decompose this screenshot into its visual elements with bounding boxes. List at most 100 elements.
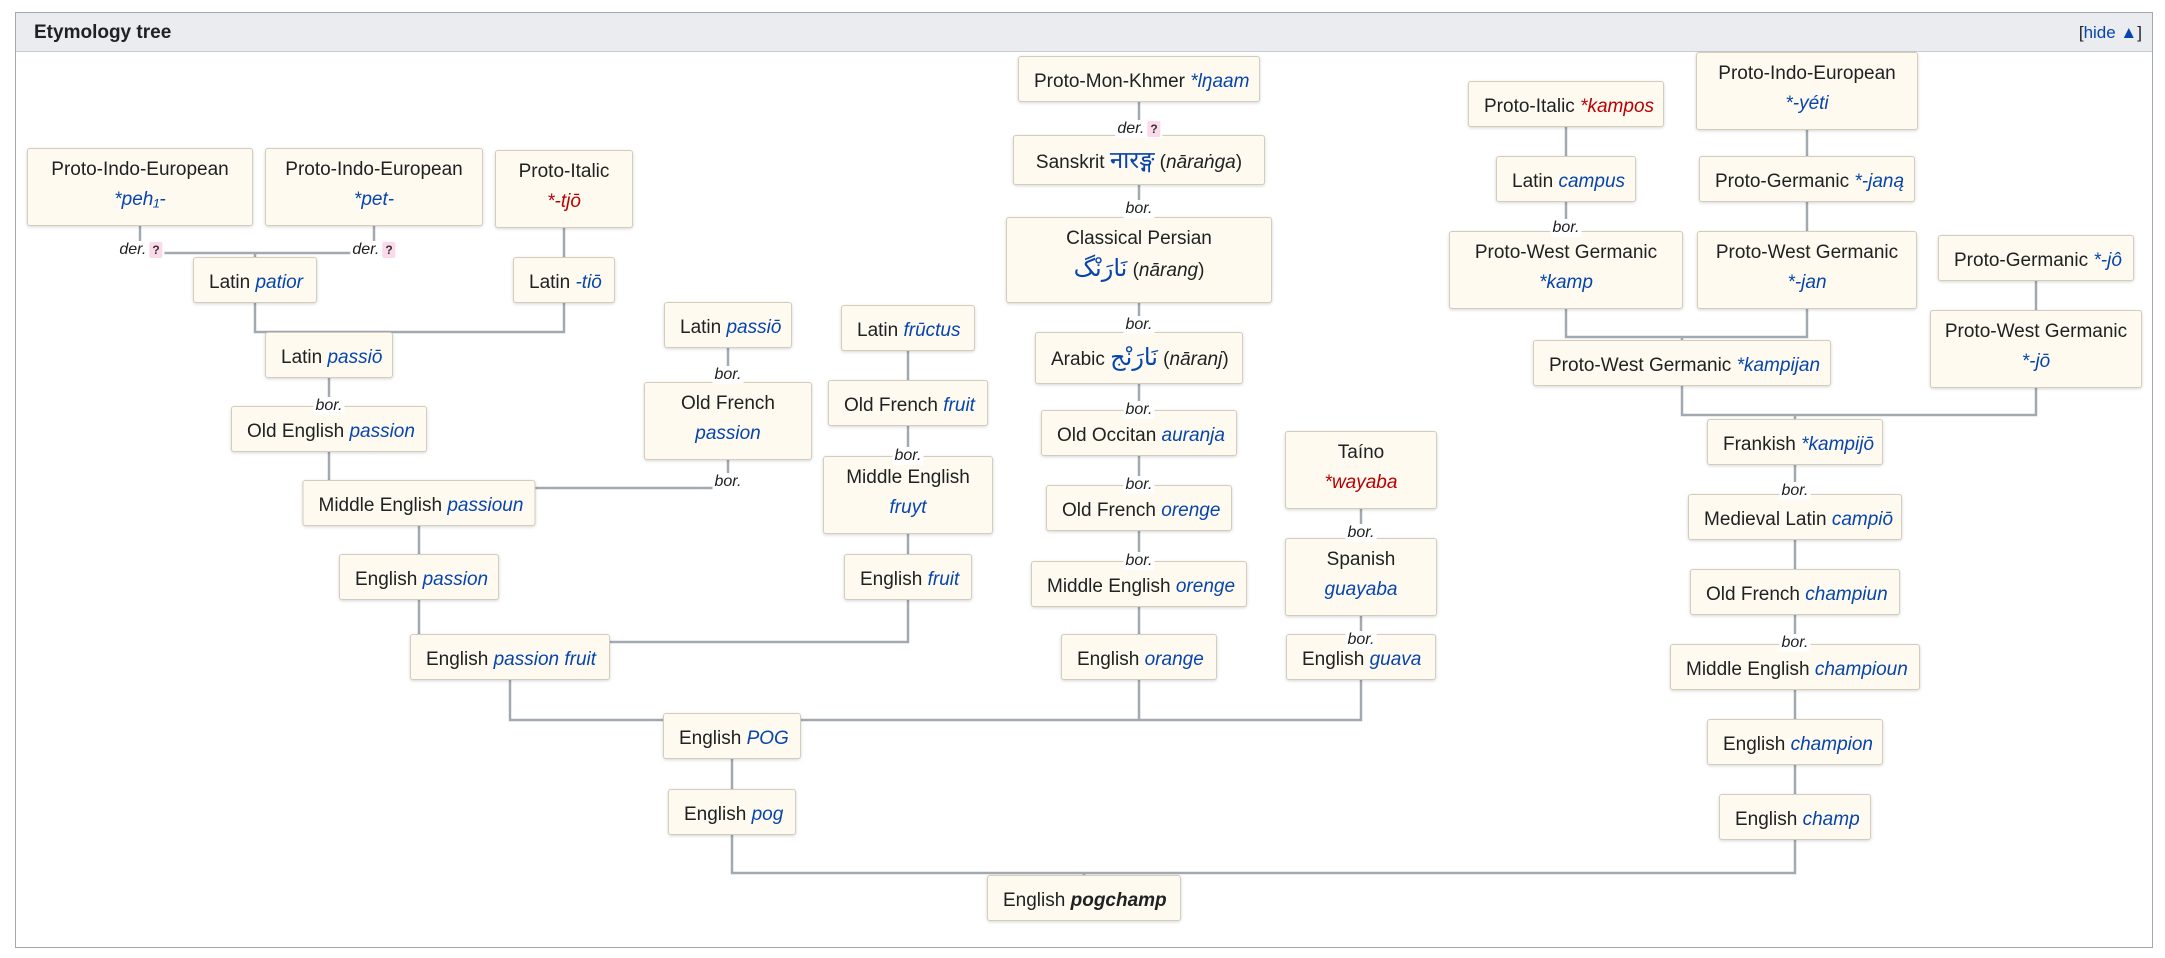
relation-text: bor. xyxy=(1125,552,1153,569)
node-pwg-kamp: Proto-West Germanic*kamp xyxy=(1449,231,1683,309)
node-term-link[interactable]: campiō xyxy=(1831,509,1894,530)
node-language: Arabic xyxy=(1051,349,1105,370)
node-term-link[interactable]: passion xyxy=(349,421,415,442)
node-term-link[interactable]: نَارَنْج xyxy=(1110,344,1158,371)
node-pgm-jo: Proto-Germanic *-jô xyxy=(1938,235,2134,281)
node-pgm-jana: Proto-Germanic *-janą xyxy=(1699,156,1915,202)
gloss-paren-open: ( xyxy=(1154,152,1166,173)
node-en-passionfruit: English passion fruit xyxy=(410,634,610,680)
relation-text: bor. xyxy=(315,397,343,414)
uncertain-badge[interactable]: ? xyxy=(1147,121,1161,137)
node-language: Proto-Indo-European xyxy=(51,159,229,180)
node-term-link[interactable]: *pet- xyxy=(353,189,395,210)
borrowed-label: bor. xyxy=(1779,482,1811,500)
node-term-link[interactable]: passiō xyxy=(327,347,383,368)
borrowed-label: bor. xyxy=(1123,316,1155,334)
panel-title: Etymology tree xyxy=(34,22,172,43)
borrowed-label: bor. xyxy=(1345,631,1377,649)
node-term-link[interactable]: auranja xyxy=(1161,425,1225,446)
node-language: Latin xyxy=(680,317,722,338)
node-term-link[interactable]: campus xyxy=(1558,171,1626,192)
node-en-champion: English champion xyxy=(1707,719,1883,765)
node-lat-fructus: Latin frūctus xyxy=(841,305,975,351)
node-language: Old French xyxy=(1062,500,1156,521)
derived-label: der.? xyxy=(350,241,398,259)
uncertain-badge[interactable]: ? xyxy=(382,242,396,258)
node-language: Middle English xyxy=(318,495,443,516)
node-term-link[interactable]: passiō xyxy=(726,317,782,338)
node-term-link[interactable]: *-janą xyxy=(1854,171,1905,192)
node-term-link[interactable]: orenge xyxy=(1175,576,1236,597)
node-term-link[interactable]: guayaba xyxy=(1324,579,1398,600)
node-en-passion: English passion xyxy=(339,554,499,600)
node-language: English xyxy=(1302,649,1365,670)
node-term-link[interactable]: *-yéti xyxy=(1785,93,1829,114)
node-term-link[interactable]: champioun xyxy=(1814,659,1908,680)
node-language: English xyxy=(1003,890,1066,911)
node-pie-yeti: Proto-Indo-European*-yéti xyxy=(1696,52,1918,130)
node-term-link[interactable]: guava xyxy=(1369,649,1422,670)
node-term-link[interactable]: *-tjō xyxy=(547,191,581,212)
borrowed-label: bor. xyxy=(313,397,345,415)
node-pit-kampos: Proto-Italic *kampos xyxy=(1468,81,1664,127)
node-term-link[interactable]: champiun xyxy=(1805,584,1888,605)
node-term-link[interactable]: fruit xyxy=(927,569,960,590)
hide-bracket-close: ] xyxy=(2137,23,2142,42)
node-term-link[interactable]: *wayaba xyxy=(1324,472,1398,493)
node-language: Proto-Germanic xyxy=(1954,250,2089,271)
hide-link[interactable]: hide ▲ xyxy=(2083,23,2138,42)
relation-text: bor. xyxy=(1347,524,1375,541)
node-term-link[interactable]: POG xyxy=(746,728,789,749)
connector-line xyxy=(1564,309,1809,339)
node-term-link[interactable]: orenge xyxy=(1161,500,1221,521)
node-language: Sanskrit xyxy=(1035,152,1105,173)
node-term-link[interactable]: passioun xyxy=(447,495,524,516)
node-language: English xyxy=(1077,649,1140,670)
node-pwg-kampijan: Proto-West Germanic *kampijan xyxy=(1533,340,1831,386)
node-transliteration: nārang xyxy=(1138,260,1199,281)
node-term-link[interactable]: pog xyxy=(751,804,784,825)
hide-toggle[interactable]: [hide ▲] xyxy=(2079,23,2142,43)
node-term-link[interactable]: fruit xyxy=(943,395,975,416)
relation-text: der. xyxy=(1117,120,1145,137)
node-language: Proto-West Germanic xyxy=(1715,242,1899,263)
node-term-link[interactable]: *-jō xyxy=(2021,351,2051,372)
node-transliteration: nāranj xyxy=(1169,349,1223,370)
node-term-link[interactable]: *-jan xyxy=(1787,272,1827,293)
borrowed-label: bor. xyxy=(892,447,924,465)
node-transliteration: nāraṅga xyxy=(1166,152,1236,173)
node-term-link[interactable]: *kamp xyxy=(1539,272,1593,293)
node-term-link[interactable]: *kampijō xyxy=(1801,434,1875,455)
node-language: Latin xyxy=(857,320,899,341)
relation-text: bor. xyxy=(894,447,922,464)
node-term-link[interactable]: fruyt xyxy=(889,497,927,518)
node-term-link[interactable]: patior xyxy=(255,272,304,293)
etymology-tree-panel: Etymology tree [hide ▲] Proto-Indo-Europ… xyxy=(15,12,2153,948)
node-term-link[interactable]: champion xyxy=(1790,734,1873,755)
node-term-link[interactable]: *peh₁- xyxy=(114,189,166,210)
node-language: English xyxy=(679,728,742,749)
node-term-link[interactable]: frūctus xyxy=(903,320,961,341)
node-term-link[interactable]: passion xyxy=(422,569,489,590)
node-term-link[interactable]: *kampos xyxy=(1580,96,1655,117)
node-language: Middle English xyxy=(846,467,970,488)
node-me-passioun: Middle English passioun xyxy=(302,480,536,526)
node-term-link[interactable]: *-jô xyxy=(2093,250,2122,271)
node-term-link[interactable]: नारङ्ग xyxy=(1109,147,1155,174)
node-term-link: pogchamp xyxy=(1070,890,1167,911)
node-term-link[interactable]: *lŋaam xyxy=(1190,71,1250,92)
uncertain-badge[interactable]: ? xyxy=(149,242,163,258)
node-term-link[interactable]: champ xyxy=(1802,809,1860,830)
node-me-fruyt: Middle English fruyt xyxy=(823,456,993,534)
node-term-link[interactable]: نَارَنْگ xyxy=(1073,255,1128,282)
node-language: Taíno xyxy=(1337,442,1385,463)
borrowed-label: bor. xyxy=(1123,476,1155,494)
gloss-paren-close: ) xyxy=(1198,260,1205,281)
node-term-link[interactable]: -tiō xyxy=(575,272,602,293)
node-term-link[interactable]: orange xyxy=(1144,649,1204,670)
node-term-link[interactable]: passion xyxy=(695,423,761,444)
node-me-champioun: Middle English champioun xyxy=(1670,644,1920,690)
node-language: Latin xyxy=(1512,171,1554,192)
node-term-link[interactable]: *kampijan xyxy=(1736,355,1821,376)
node-term-link[interactable]: passion fruit xyxy=(493,649,597,670)
